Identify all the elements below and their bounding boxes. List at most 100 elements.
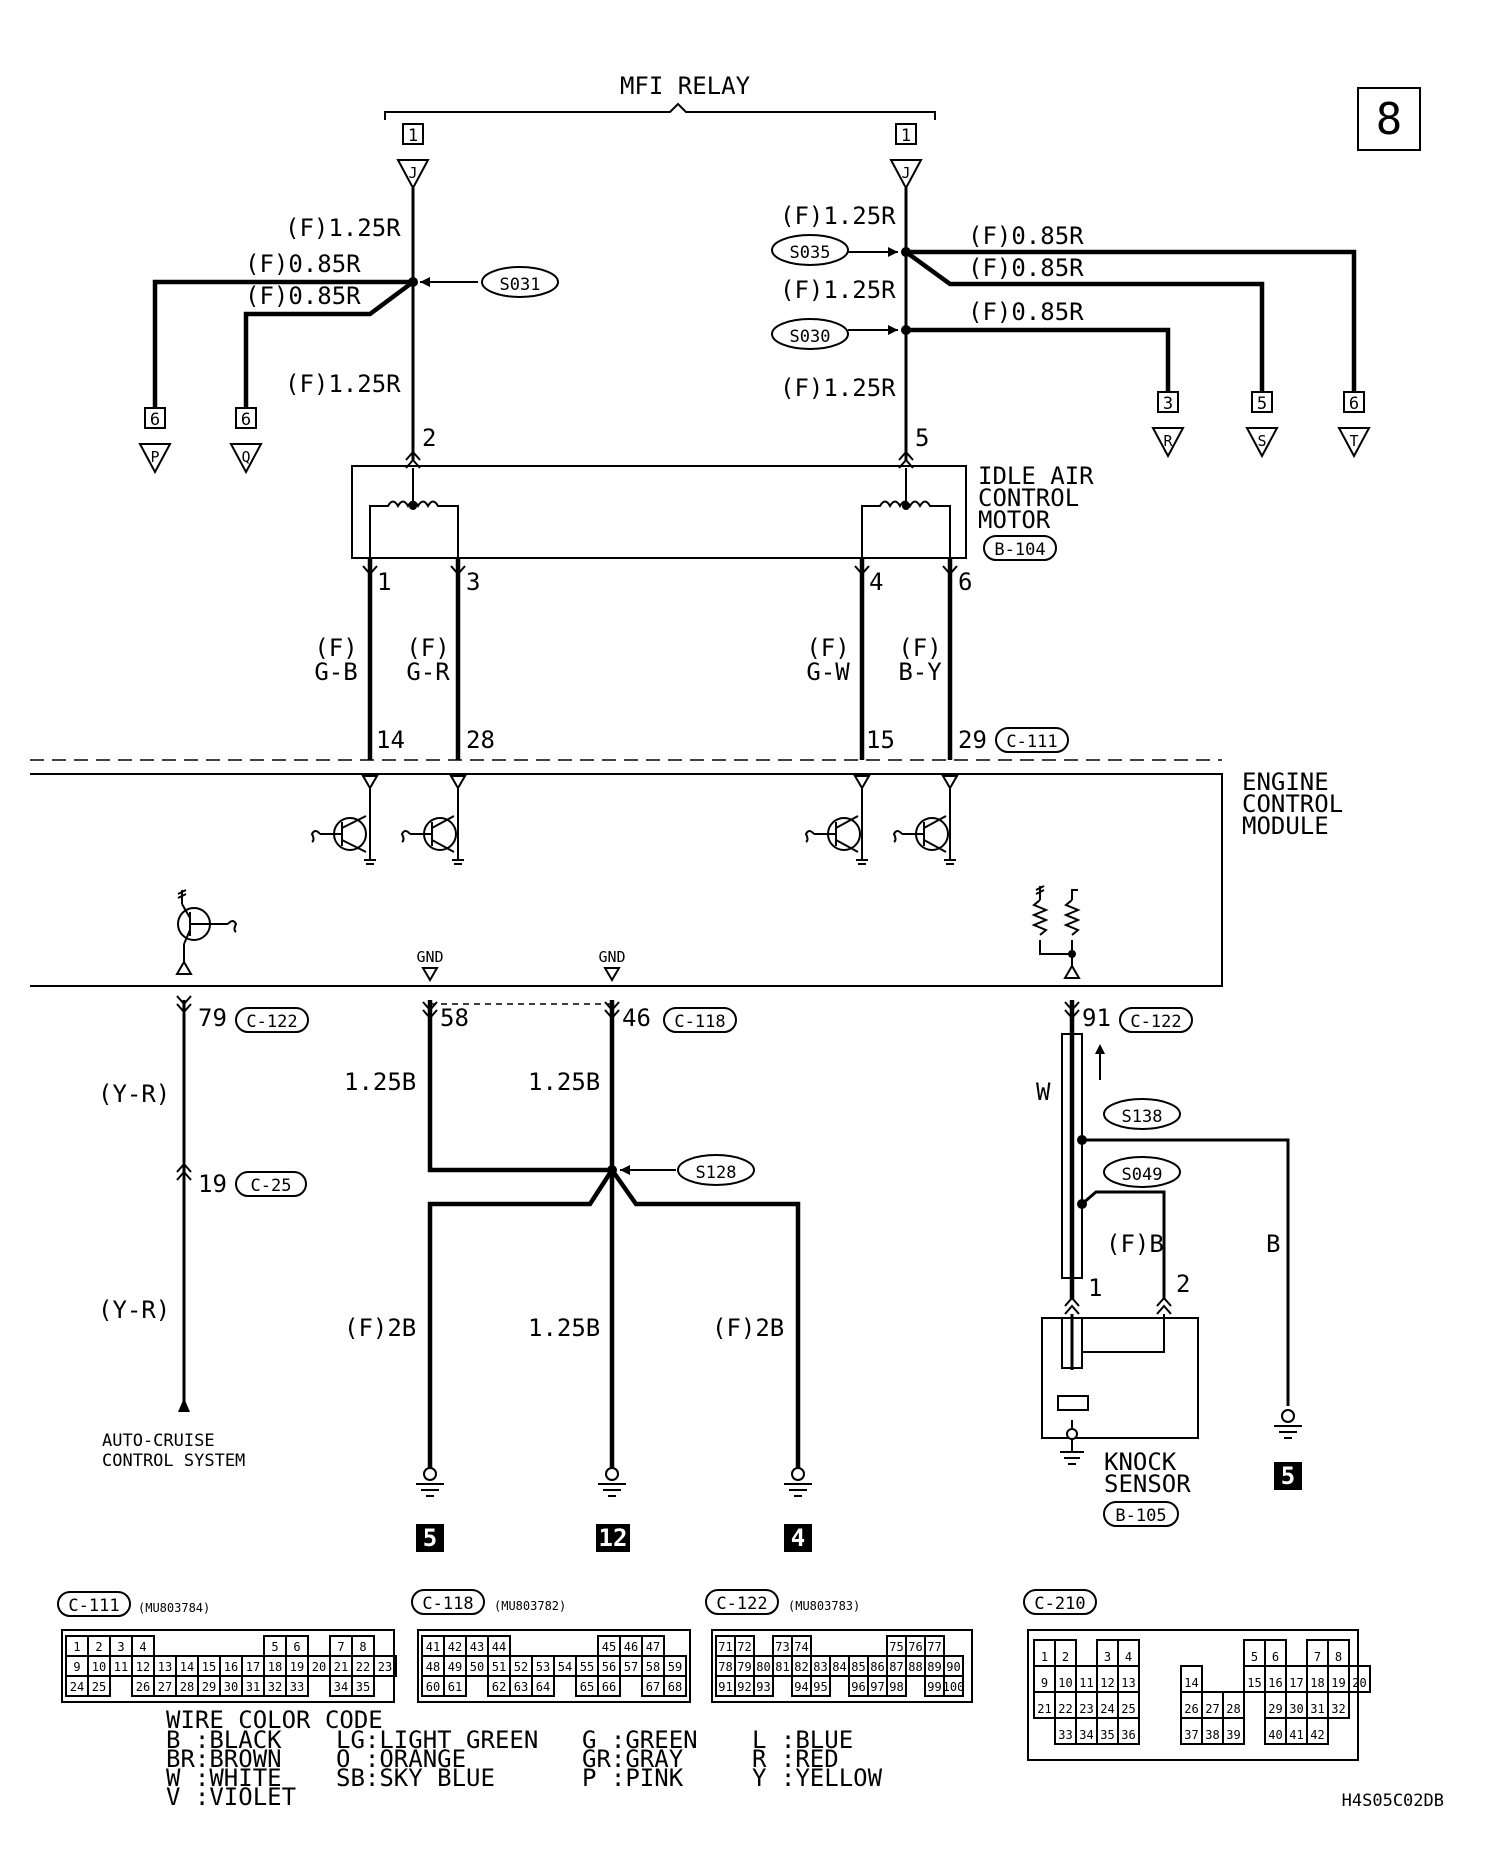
c210-pin-number: 17 [1289,1676,1303,1690]
c210-pin-number: 6 [1272,1650,1279,1664]
knock-conn-box [1103,1501,1179,1527]
iac-pin-6: 6 [958,568,972,596]
wire-label-gr-f: (F) [406,634,449,662]
color-code-entry: O :ORANGE [336,1745,466,1773]
relay-pin-left-box [402,123,424,145]
c210-pin-number: 27 [1205,1702,1219,1716]
conn-c210-label: C-210 [1034,1594,1085,1614]
c111-pin-number: 17 [246,1660,260,1674]
c122-pin-number: 97 [870,1680,884,1694]
c122-conn-box-1 [235,1007,309,1033]
c122-pin-number: 72 [737,1640,751,1654]
wire-label-125b-3: 1.25B [528,1314,600,1342]
c118-pin-number: 57 [624,1660,638,1674]
c111-pin-number: 35 [356,1680,370,1694]
wire-label-f085r-3: (F)0.85R [968,222,1084,250]
iac-pin-5: 5 [915,424,929,452]
mfi-relay-title: MFI RELAY [620,72,751,100]
ecm-pin-46: 46 [622,1004,651,1032]
c111-pin-number: 5 [271,1640,278,1654]
c111-pin-number: 11 [114,1660,128,1674]
c122-pin-cell [753,1675,774,1697]
relay-conn-left [396,159,430,191]
conn-c122-label-box [705,1589,779,1615]
c122-pin-number: 75 [889,1640,903,1654]
diagram-code: H4S05C02DB [1342,1791,1444,1811]
c122-pin-number: 99 [927,1680,941,1694]
c111-pin-number: 29 [202,1680,216,1694]
knock-name-2: SENSOR [1104,1470,1191,1498]
cruise-name-1: AUTO-CRUISE [102,1431,215,1451]
wire-label-yr-1: (Y-R) [98,1080,170,1108]
ecm-pin-91: 91 [1082,1004,1111,1032]
iac-pin-3: 3 [466,568,480,596]
ecm-name-1: ENGINE [1242,768,1329,796]
c111-pin-number: 2 [95,1640,102,1654]
c210-pin-number: 23 [1079,1702,1093,1716]
knock-pin-1: 1 [1088,1274,1102,1302]
wire-label-by: B-Y [898,658,942,686]
c111-pin-number: 25 [92,1680,106,1694]
c122-pin-number: 92 [737,1680,751,1694]
c122-pin-number: 78 [718,1660,732,1674]
iac-pin-2: 2 [422,424,436,452]
c210-pin-number: 3 [1104,1650,1111,1664]
c118-pin-number: 56 [602,1660,616,1674]
c118-pin-number: 52 [514,1660,528,1674]
c122-pin-number: 90 [946,1660,960,1674]
c111-pin-number: 22 [356,1660,370,1674]
c118-pin-cell [443,1675,467,1697]
svg-text:R: R [1163,432,1173,450]
iac-pin-1: 1 [377,568,391,596]
wire-label-f125r-4: (F)1.25R [780,276,896,304]
wire-label-gb-f: (F) [314,634,357,662]
knock-piezo [1057,1395,1089,1411]
c111-pin-number: 13 [158,1660,172,1674]
ecm-pin-14: 14 [376,726,405,754]
knock-name-1: KNOCK [1104,1448,1177,1476]
c111-pin-number: 23 [378,1660,392,1674]
relay-pin-right-box [895,123,917,145]
ref-q: 6 Q [229,407,263,475]
c210-pin-number: 33 [1058,1728,1072,1742]
c111-pin-number: 27 [158,1680,172,1694]
wire-to-q [243,280,415,408]
wire-shield-ground [1082,1138,1290,1406]
color-code-entry: B :BLACK [166,1726,282,1754]
c210-pin-number: 31 [1310,1702,1324,1716]
c122-pin-number: 84 [832,1660,846,1674]
c122-pin-cell [943,1675,964,1697]
c111-pin-number: 4 [139,1640,146,1654]
ecm-knock-input-resistors [1031,885,1081,979]
wire-label-f125r-3: (F)1.25R [780,202,896,230]
c210-pin-number: 22 [1058,1702,1072,1716]
ecm-pin-15: 15 [866,726,895,754]
splice-dot-s030 [901,325,911,335]
c118-pin-number: 54 [558,1660,572,1674]
c210-pin-cell [1327,1691,1350,1719]
c210-pin-number: 18 [1310,1676,1324,1690]
c210-pin-number: 36 [1121,1728,1135,1742]
iac-name-2: CONTROL [978,484,1079,512]
svg-text:3: 3 [1163,394,1173,414]
color-code-entry: P :PINK [582,1764,684,1792]
c118-pin-number: 51 [492,1660,506,1674]
iac-coil-right [861,468,951,558]
c111-pin-number: 1 [73,1640,80,1654]
ref-s: 5 S [1245,391,1279,459]
svg-text:4: 4 [791,1524,805,1552]
c210-pin-number: 30 [1289,1702,1303,1716]
wire-label-f125r-1: (F)1.25R [285,214,401,242]
c122-pin-number: 95 [813,1680,827,1694]
svg-text:5: 5 [1257,394,1267,414]
c210-pin-number: 10 [1058,1676,1072,1690]
splice-s138-label: S138 [1122,1107,1163,1127]
c111-pin-number: 18 [268,1660,282,1674]
ecm-pin-29: 29 [958,726,987,754]
c122-pin-number: 88 [908,1660,922,1674]
ground-symbol-1: 5 [416,1467,444,1552]
c111-pin-number: 26 [136,1680,150,1694]
ground-symbol-3: 4 [784,1467,812,1552]
